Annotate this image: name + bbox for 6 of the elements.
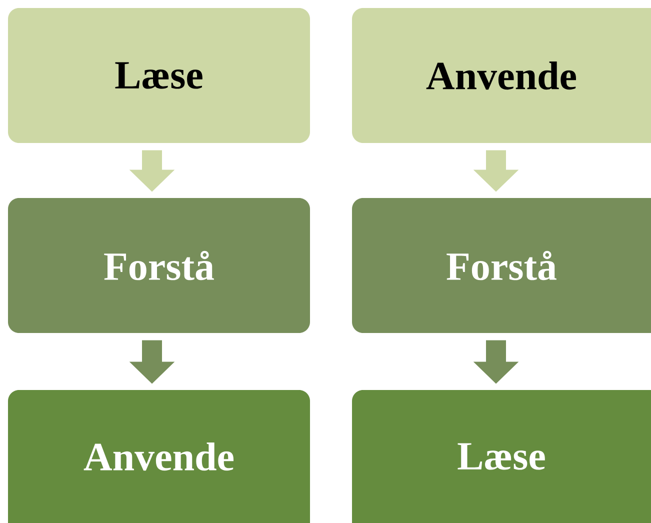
process-box: Læse bbox=[8, 8, 310, 143]
process-box: Anvende bbox=[352, 8, 651, 143]
process-box: Forstå bbox=[352, 198, 651, 333]
process-box: Læse bbox=[352, 390, 651, 523]
process-box: Anvende bbox=[8, 390, 310, 523]
process-box: Forstå bbox=[8, 198, 310, 333]
